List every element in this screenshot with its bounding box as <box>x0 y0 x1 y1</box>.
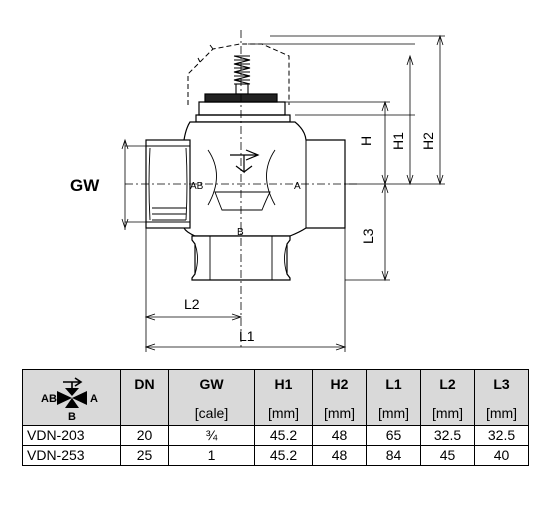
col-header-dn: DN <box>120 369 169 426</box>
dim-l1-label: L1 <box>239 328 255 344</box>
col-dn-label: DN <box>134 376 155 392</box>
col-l1-label: L1 <box>385 376 402 392</box>
row-l1: 84 <box>366 445 421 466</box>
col-h2-label: H2 <box>330 376 349 392</box>
row-dn: 20 <box>120 425 169 446</box>
dim-h2-label: H2 <box>420 132 436 150</box>
col-h1-label: H1 <box>274 376 293 392</box>
row-l1: 65 <box>366 425 421 446</box>
three-way-valve-icon: AB A B <box>41 377 98 422</box>
col-header-l3: L3 [mm] <box>474 369 529 426</box>
table-row: VDN-253 25 1 45.2 48 84 45 40 <box>22 445 529 466</box>
dimension-lines <box>121 34 445 352</box>
col-l3-unit: [mm] <box>485 405 518 421</box>
port-a-label: A <box>294 181 301 192</box>
dim-h-label: H <box>358 136 374 146</box>
dim-l3-label: L3 <box>360 228 376 244</box>
symbol-b-label: B <box>68 411 76 422</box>
row-gw: ¾ <box>168 425 255 446</box>
row-h1: 45.2 <box>254 445 313 466</box>
row-dn: 25 <box>120 445 169 466</box>
table-row: VDN-203 20 ¾ 45.2 48 65 32.5 32.5 <box>22 425 529 446</box>
port-b-label: B <box>237 227 244 238</box>
col-header-gw: GW [cale] <box>168 369 255 426</box>
col-l2-unit: [mm] <box>431 405 464 421</box>
dim-h1-label: H1 <box>390 132 406 150</box>
row-model: VDN-253 <box>22 445 121 466</box>
row-h2: 48 <box>312 445 367 466</box>
spring <box>233 55 251 95</box>
row-h1: 45.2 <box>254 425 313 446</box>
valve-symbol-cell: AB A B <box>22 369 121 426</box>
col-gw-label: GW <box>199 376 224 392</box>
col-l1-unit: [mm] <box>377 405 410 421</box>
col-h1-unit: [mm] <box>267 405 300 421</box>
row-h2: 48 <box>312 425 367 446</box>
dim-l2-label: L2 <box>184 296 200 312</box>
row-l2: 32.5 <box>420 425 475 446</box>
row-model: VDN-203 <box>22 425 121 446</box>
col-h2-unit: [mm] <box>323 405 356 421</box>
col-header-h1: H1 [mm] <box>254 369 313 426</box>
col-header-h2: H2 [mm] <box>312 369 367 426</box>
valve-technical-drawing: GW AB A B H H1 H2 L3 L2 L1 <box>70 30 445 352</box>
valve-body <box>183 121 346 237</box>
port-ab-label: AB <box>190 181 204 192</box>
row-l2: 45 <box>420 445 475 466</box>
bonnet <box>198 101 286 116</box>
col-l2-label: L2 <box>439 376 456 392</box>
col-l3-label: L3 <box>493 376 510 392</box>
table-header-row: AB A B DN GW [cale] H1 [mm] H2 [mm] L <box>22 369 529 426</box>
symbol-ab-label: AB <box>41 393 57 405</box>
row-l3: 40 <box>474 445 529 466</box>
row-l3: 32.5 <box>474 425 529 446</box>
gw-label: GW <box>70 176 100 195</box>
col-gw-unit: [cale] <box>194 405 229 421</box>
row-gw: 1 <box>168 445 255 466</box>
centerlines <box>125 30 360 350</box>
actuator-outline <box>187 43 290 105</box>
symbol-a-label: A <box>90 393 98 405</box>
spec-table: AB A B DN GW [cale] H1 [mm] H2 [mm] L <box>22 369 529 466</box>
col-header-l1: L1 [mm] <box>366 369 421 426</box>
col-header-l2: L2 [mm] <box>420 369 475 426</box>
flow-arrow-symbol <box>230 149 260 174</box>
